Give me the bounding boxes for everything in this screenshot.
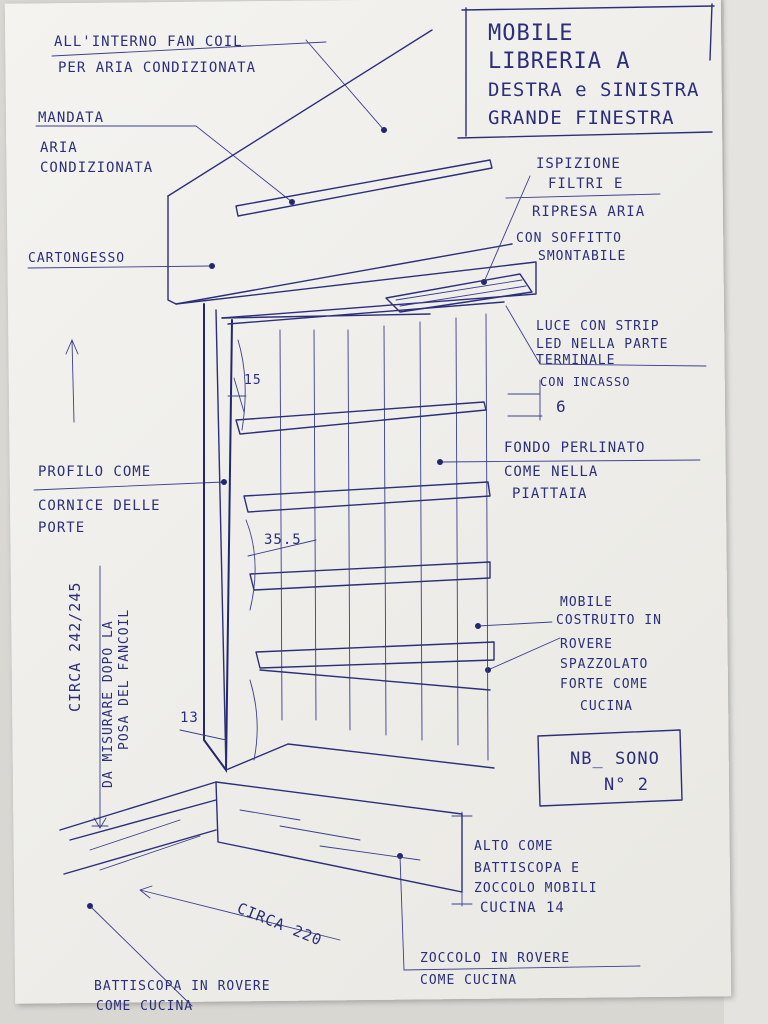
note-profilo-3: PORTE <box>38 520 85 536</box>
label-ispezione: ISPIZIONE FILTRI E RIPRESA ARIA CON SOFF… <box>481 156 661 285</box>
height-dimension: CIRCA 242/245 DA MISURARE DOPO LA POSA D… <box>65 338 132 829</box>
note-zoccolo-1: ZOCCOLO IN ROVERE <box>420 951 570 966</box>
note-luce-3: TERMINALE <box>536 353 615 368</box>
note-batti-2: COME CUCINA <box>96 999 193 1014</box>
width-dimension: CIRCA 220 <box>139 885 341 950</box>
note-fondo-1: FONDO PERLINATO <box>504 440 645 456</box>
fancoil-leader-dot <box>381 127 387 133</box>
note-mandata-1: MANDATA <box>38 110 104 126</box>
dim-13: 13 <box>180 710 199 726</box>
note-fondo-2: COME NELLA <box>504 464 598 480</box>
title-line-2: LIBRERIA A <box>488 49 630 74</box>
fondo-leader-dot <box>437 459 443 465</box>
label-mandata: MANDATA ARIA CONDIZIONATA <box>35 110 295 205</box>
note-luce-1: LUCE CON STRIP <box>536 319 660 334</box>
note-alto-3: ZOCCOLO MOBILI <box>474 881 598 896</box>
label-fancoil: ALL'INTERNO FAN COIL PER ARIA CONDIZIONA… <box>51 34 387 133</box>
dim-15: 15 <box>244 373 262 388</box>
title-box: MOBILE LIBRERIA A DESTRA e SINISTRA GRAN… <box>457 3 715 139</box>
label-fondo: FONDO PERLINATO COME NELLA PIATTAIA <box>437 440 701 502</box>
note-luce-4: CON INCASSO <box>540 375 630 389</box>
label-battiscopa: BATTISCOPA IN ROVERE COME CUCINA <box>87 903 271 1014</box>
note-ispezione-3: RIPRESA ARIA <box>532 204 645 220</box>
note-zoccolo-2: COME CUCINA <box>420 973 517 988</box>
note-mobile-6: CUCINA <box>580 699 633 714</box>
note-box: NB_ SONO N° 2 <box>537 729 683 807</box>
note-alto-1: ALTO COME <box>474 839 553 854</box>
note-ispezione-1: ISPIZIONE <box>536 156 621 172</box>
note-mobile-4: SPAZZOLATO <box>560 657 648 672</box>
note-mandata-2: ARIA <box>40 140 78 156</box>
background-sheet <box>724 0 768 1024</box>
cartongesso-leader-dot <box>209 263 215 269</box>
label-alto: ALTO COME BATTISCOPA E ZOCCOLO MOBILI CU… <box>451 811 598 916</box>
label-mobile: MOBILE COSTRUITO IN ROVERE SPAZZOLATO FO… <box>475 595 662 714</box>
note-misurare-2: POSA DEL FANCOIL <box>117 609 132 750</box>
note-alto-4: CUCINA 14 <box>480 900 565 916</box>
note-misurare-1: DA MISURARE DOPO LA <box>101 620 116 788</box>
note-alto-2: BATTISCOPA E <box>474 861 580 876</box>
zoccolo-leader-dot <box>397 853 403 859</box>
note-mobile-1: MOBILE <box>560 595 613 610</box>
title-line-4: GRANDE FINESTRA <box>488 107 675 129</box>
mobile-leader-dot-1 <box>475 623 481 629</box>
dim-355: 35.5 <box>264 532 302 548</box>
label-profilo: PROFILO COME CORNICE DELLE PORTE <box>33 464 227 536</box>
note-fondo-3: PIATTAIA <box>512 486 587 502</box>
battiscopa-leader-dot <box>87 903 93 909</box>
mandata-leader-dot <box>289 199 295 205</box>
label-luce: LUCE CON STRIP LED NELLA PARTE TERMINALE… <box>505 305 707 421</box>
note-circa-h: CIRCA 242/245 <box>66 582 84 712</box>
title-line-1: MOBILE <box>488 21 573 46</box>
note-profilo-2: CORNICE DELLE <box>38 498 161 514</box>
note-ispezione-4: CON SOFFITTO <box>516 231 622 246</box>
note-mobile-5: FORTE COME <box>560 677 648 692</box>
note-ispezione-5: SMONTABILE <box>538 249 626 264</box>
note-fancoil-2: PER ARIA CONDIZIONATA <box>58 60 256 76</box>
label-cartongesso: CARTONGESSO <box>27 251 215 269</box>
dim-6: 6 <box>556 397 567 416</box>
note-nb-2: N° 2 <box>604 775 649 795</box>
label-zoccolo: ZOCCOLO IN ROVERE COME CUCINA <box>397 853 641 988</box>
bookcase: 15 35.5 13 <box>59 29 537 893</box>
note-ispezione-2: FILTRI E <box>548 176 623 192</box>
note-fancoil-1: ALL'INTERNO FAN COIL <box>54 34 243 50</box>
note-circa-w: CIRCA 220 <box>235 899 325 950</box>
title-line-3: DESTRA e SINISTRA <box>488 79 699 101</box>
note-batti-1: BATTISCOPA IN ROVERE <box>94 979 271 994</box>
note-mobile-3: ROVERE <box>560 637 613 652</box>
profilo-leader-dot <box>221 479 227 485</box>
note-profilo-1: PROFILO COME <box>38 464 151 480</box>
note-mobile-2: COSTRUITO IN <box>556 613 662 628</box>
note-mandata-3: CONDIZIONATA <box>40 160 153 176</box>
note-luce-2: LED NELLA PARTE <box>536 337 668 352</box>
note-cartongesso: CARTONGESSO <box>28 251 125 266</box>
note-nb-1: NB_ SONO <box>570 749 660 769</box>
